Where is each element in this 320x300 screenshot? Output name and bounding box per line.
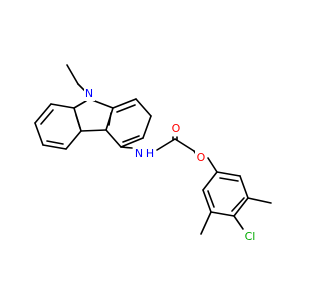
bond [216,171,241,177]
bond-lines [34,64,272,235]
bond [42,144,67,150]
bond [200,211,212,235]
bond [108,112,112,126]
atom-label-chlorine: Cl [242,230,258,244]
atom-label-ring-nitrogen: N [84,87,95,101]
bond [233,215,244,230]
amide-hydrogen-label: H [146,147,154,160]
bond [80,129,107,132]
bond [239,175,249,199]
bond [231,197,245,212]
bond [40,109,54,125]
bond [66,64,79,85]
bond [50,103,75,109]
bond [207,190,215,208]
bond [91,99,114,109]
bond [247,197,272,204]
bond [135,98,152,117]
bond [46,140,64,145]
atom-label-amide-nitrogen: N [133,147,145,161]
ring-nitrogen-label: N [85,87,93,100]
chlorine-label: Cl [245,230,256,243]
carbonyl-oxygen-label: O [172,122,181,135]
bond [207,157,218,173]
bond [116,104,136,113]
bond [174,138,195,152]
bond [233,197,249,217]
bond [105,129,122,148]
bond [112,98,137,109]
bond [210,211,235,217]
bond [219,177,239,182]
bond [65,130,82,150]
bond [142,115,152,139]
bond [202,171,218,191]
molecule-structure: N N H O O Cl [34,64,272,244]
atom-label-ether-oxygen: O [195,151,207,165]
bond [202,189,212,213]
ether-oxygen-label: O [197,151,206,164]
atom-labels: N N H O O Cl [84,87,258,244]
bond [34,103,52,124]
bond [122,135,140,143]
amide-nitrogen-label: N [135,147,143,160]
bond [34,122,44,146]
bond [75,114,81,129]
bond [120,137,144,148]
atom-label-carbonyl-oxygen: O [170,122,182,136]
bond [156,138,176,151]
bond [120,146,133,149]
bond [73,100,87,109]
atom-label-amide-hydrogen: H [145,147,156,161]
